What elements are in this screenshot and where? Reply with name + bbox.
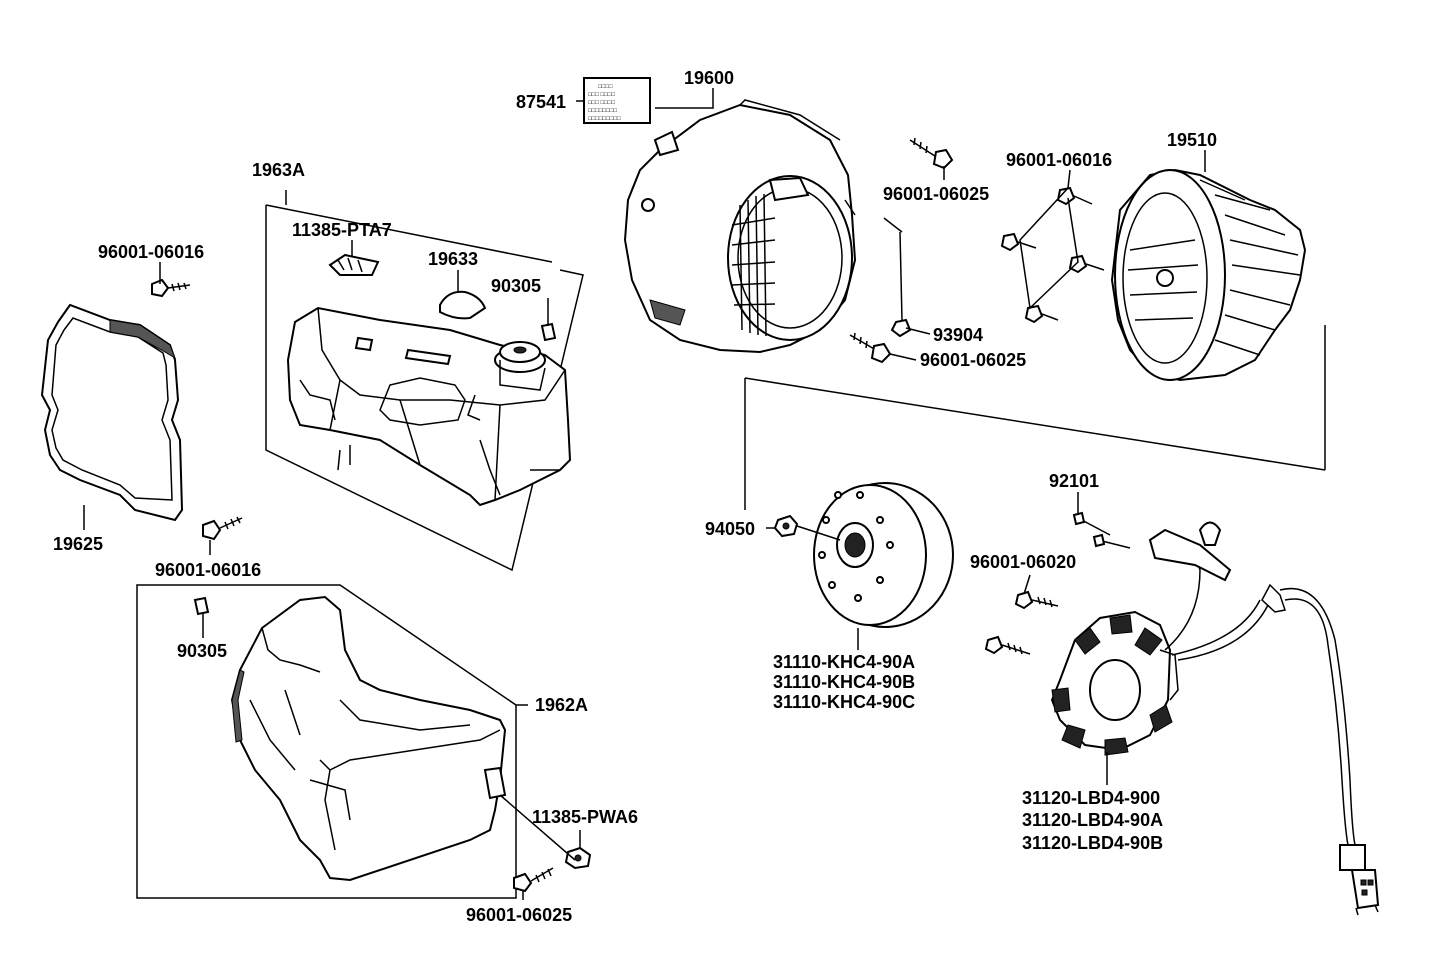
clip-11385-PTA7 — [328, 253, 380, 276]
pickup-92101 — [1072, 511, 1232, 582]
label-96001-06020: 96001-06020 — [970, 552, 1076, 572]
label-96001-06016-mid: 96001-06016 — [155, 560, 261, 580]
label-90305-bottom: 90305 — [177, 641, 227, 661]
label-19600: 19600 — [684, 68, 734, 88]
label-31110-KHC4-90C: 31110-KHC4-90C — [773, 692, 915, 712]
label-31110-KHC4-90B: 31110-KHC4-90B — [773, 672, 915, 692]
label-11385-PTA7: 11385-PTA7 — [292, 220, 392, 240]
gasket-19625 — [40, 303, 184, 522]
label-11385-PWA6: 11385-PWA6 — [532, 807, 638, 827]
svg-text:□□□□: □□□□ — [598, 84, 613, 90]
leader-lines — [83, 88, 1206, 900]
label-96001-06025-bottom: 96001-06025 — [466, 905, 572, 925]
label-31120-LBD4-900: 31120-LBD4-900 — [1022, 788, 1160, 808]
fan-19510 — [1110, 168, 1307, 382]
clip-90305-bottom — [193, 596, 210, 616]
bolt-96001-06025-bottom — [513, 867, 554, 893]
group-box-1963A — [265, 190, 584, 572]
label-87541: 87541 — [516, 92, 566, 112]
label-19625: 19625 — [53, 534, 103, 554]
label-96001-06016-right: 96001-06016 — [1006, 150, 1112, 170]
label-96001-06016-left: 96001-06016 — [98, 242, 204, 262]
label-96001-06025-top: 96001-06025 — [883, 184, 989, 204]
bolt-93904 — [883, 217, 912, 338]
label-90305-top: 90305 — [491, 276, 541, 296]
label-87541-sticker: □□□□ □□□ □□□□ □□□ □□□□ □□□□□□□□ □□□□□□□□… — [583, 77, 651, 124]
label-92101: 92101 — [1049, 471, 1099, 491]
label-94050: 94050 — [705, 519, 755, 539]
fan-housing-19600 — [623, 99, 857, 354]
label-19510: 19510 — [1167, 130, 1217, 150]
bolt-96001-06016-mid — [202, 516, 243, 541]
svg-text:□□□□□□□□: □□□□□□□□ — [588, 108, 617, 114]
flywheel-31110 — [813, 482, 954, 628]
group-box-1962A — [136, 584, 528, 899]
bolt-96001-06025-mid — [849, 332, 892, 364]
label-31110-KHC4-90A: 31110-KHC4-90A — [773, 652, 915, 672]
stator-31120 — [1050, 554, 1269, 756]
shroud-1962A — [230, 595, 507, 882]
label-31120-LBD4-90B: 31120-LBD4-90B — [1022, 833, 1163, 853]
label-31120-LBD4-90A: 31120-LBD4-90A — [1022, 810, 1163, 830]
svg-text:□□□ □□□□: □□□ □□□□ — [588, 92, 615, 98]
bolt-96001-06025-top — [909, 137, 954, 170]
label-93904: 93904 — [933, 325, 983, 345]
clamp-11385-PWA6 — [564, 846, 592, 870]
clip-90305-top — [540, 322, 557, 342]
label-1962A: 1962A — [535, 695, 588, 715]
label-19633: 19633 — [428, 249, 478, 269]
nut-94050 — [773, 514, 841, 541]
group-box-flywheel — [744, 325, 1326, 510]
cap-19633 — [439, 290, 487, 320]
bolt-96001-06016-left — [151, 278, 191, 298]
svg-text:□□□ □□□□: □□□ □□□□ — [588, 100, 615, 106]
bolts-96001-06020 — [984, 590, 1059, 655]
label-96001-06025-mid: 96001-06025 — [920, 350, 1026, 370]
label-1963A: 1963A — [252, 160, 305, 180]
svg-text:□□□□□□□□□: □□□□□□□□□ — [588, 116, 621, 122]
wire-harness — [1261, 583, 1380, 916]
shroud-1963A — [286, 306, 572, 507]
bolts-96001-06016-right — [1000, 186, 1105, 324]
